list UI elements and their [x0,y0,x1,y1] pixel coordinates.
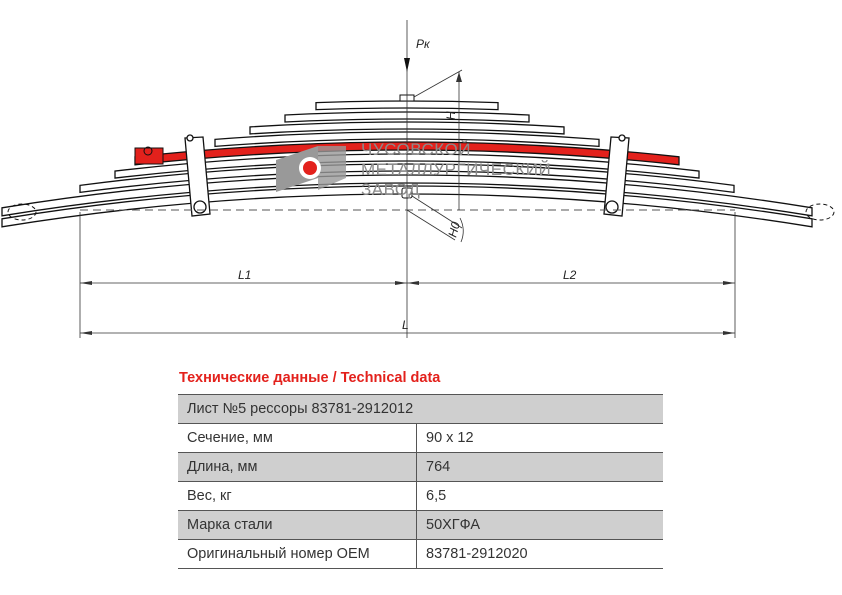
row-label: Вес, кг [178,481,417,511]
logo-line3: ЗАВОД [361,180,420,199]
right-bolt-icon [605,200,619,214]
table-header: Лист №5 рессоры 83781-2912012 [178,394,663,424]
row-value: 83781-2912020 [416,539,663,569]
row-label: Длина, мм [178,452,417,482]
table-title: Технические данные / Technical data [179,370,441,386]
leaf-spring-drawing: Pк H H0 L1 L2 L ЧУСОВСКОЙ МЕТАЛЛУРГИЧЕСК… [1,20,835,338]
left-clamp [184,134,211,217]
logo-line2: МЕТАЛЛУРГИЧЕСКИЙ [361,160,551,179]
highlighted-leaf-5 [134,141,680,166]
row-label: Сечение, мм [178,423,417,453]
load-label: Pк [416,37,431,51]
row-label: Марка стали [178,510,417,540]
row-value: 50ХГФА [416,510,663,540]
l-label: L [402,318,409,332]
company-logo: ЧУСОВСКОЙ МЕТАЛЛУРГИЧЕСКИЙ ЗАВОД [276,140,551,199]
row-value: 6,5 [416,481,663,511]
logo-red-dot-icon [303,161,317,175]
spring-leaf [214,131,600,148]
red-leaf-clip [134,147,164,165]
row-value: 90 x 12 [416,423,663,453]
height0-label: H0 [445,220,463,239]
spring-eye-icon [7,203,37,221]
spring-eye-icon [805,203,835,221]
l1-label: L1 [238,268,251,282]
l2-label: L2 [563,268,577,282]
row-label: Оригинальный номер OEM [178,539,417,569]
row-value: 764 [416,452,663,482]
technical-data-table: Лист №5 рессоры 83781-2912012 Сечение, м… [178,394,663,569]
table-header-row: Лист №5 рессоры 83781-2912012 [178,394,663,424]
load-arrow-icon [404,58,410,72]
left-bolt-icon [193,200,207,214]
height-label: H [444,111,458,120]
logo-line1: ЧУСОВСКОЙ [361,140,471,159]
